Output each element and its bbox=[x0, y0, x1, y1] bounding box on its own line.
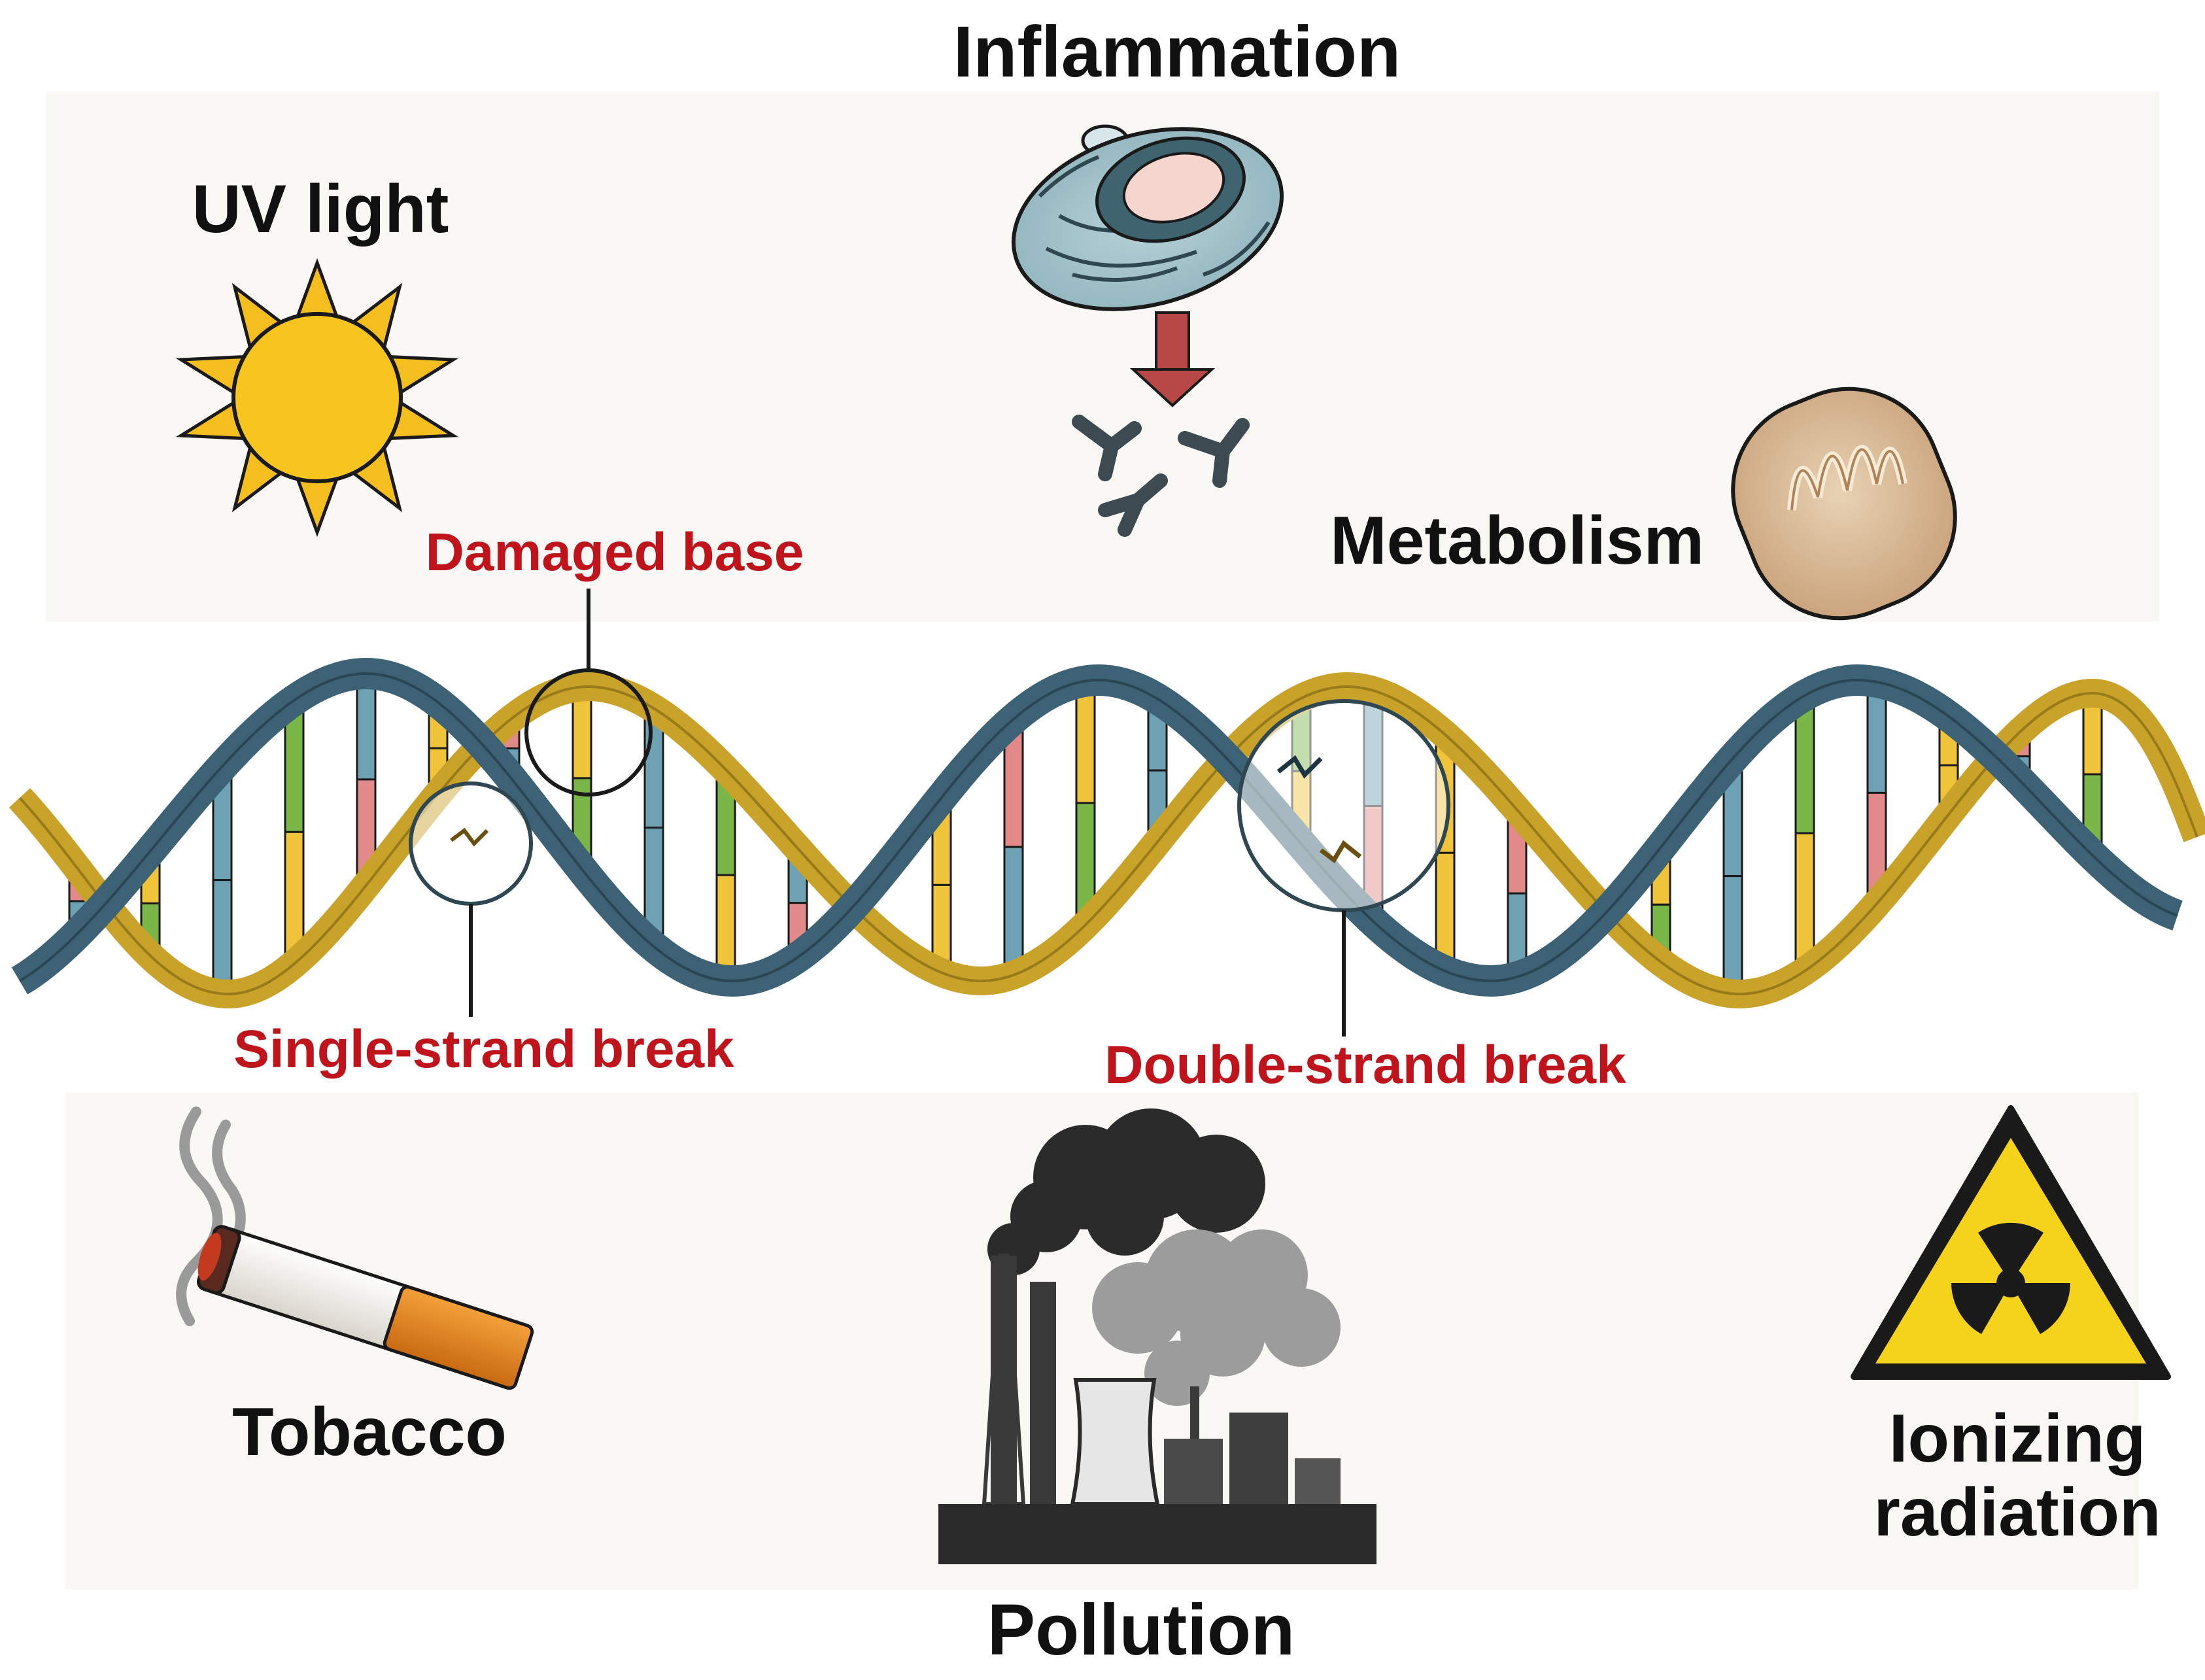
single-strand-break-label: Single-strand break bbox=[233, 1020, 734, 1079]
base-pair-half bbox=[1003, 846, 1024, 976]
base-pair-half bbox=[1722, 875, 1743, 995]
cigarette-icon bbox=[196, 1225, 534, 1390]
damaged-base-marker bbox=[524, 589, 653, 797]
factory-icon bbox=[938, 1108, 1376, 1564]
double-strand-break-marker bbox=[1237, 699, 1450, 1037]
mitochondrion-icon bbox=[1731, 386, 1957, 621]
single-strand-break-marker bbox=[409, 781, 533, 1017]
metabolism-label: Metabolism bbox=[1330, 503, 1704, 579]
uv-light-label: UV light bbox=[192, 171, 449, 247]
ionizing-label-line1: Ionizing bbox=[1889, 1401, 2146, 1477]
base-pairs bbox=[68, 672, 2103, 995]
immune-cell-icon bbox=[1011, 124, 1284, 311]
tobacco-label: Tobacco bbox=[232, 1394, 507, 1470]
double-strand-break-label: Double-strand break bbox=[1104, 1035, 1626, 1095]
inflammation-label: Inflammation bbox=[953, 12, 1401, 92]
base-pair-half bbox=[212, 879, 233, 995]
damaged-base-label: Damaged base bbox=[426, 523, 804, 582]
sun-icon bbox=[175, 258, 459, 538]
radiation-hazard-icon bbox=[1851, 1105, 2171, 1380]
base-pair-half bbox=[1794, 832, 1815, 972]
antibody-icon bbox=[1072, 415, 1250, 537]
base-pair-half bbox=[715, 874, 736, 982]
down-arrow-icon bbox=[1129, 311, 1216, 407]
dna-strand-gold-edge bbox=[18, 685, 2198, 996]
ionizing-label-line2: radiation bbox=[1873, 1475, 2161, 1551]
dna-strand-blue-edge bbox=[18, 672, 2178, 983]
base-pair-half bbox=[356, 672, 377, 781]
pollution-label: Pollution bbox=[987, 1590, 1295, 1670]
dna-helix bbox=[9, 657, 2205, 1009]
base-pair-half bbox=[1075, 680, 1096, 804]
